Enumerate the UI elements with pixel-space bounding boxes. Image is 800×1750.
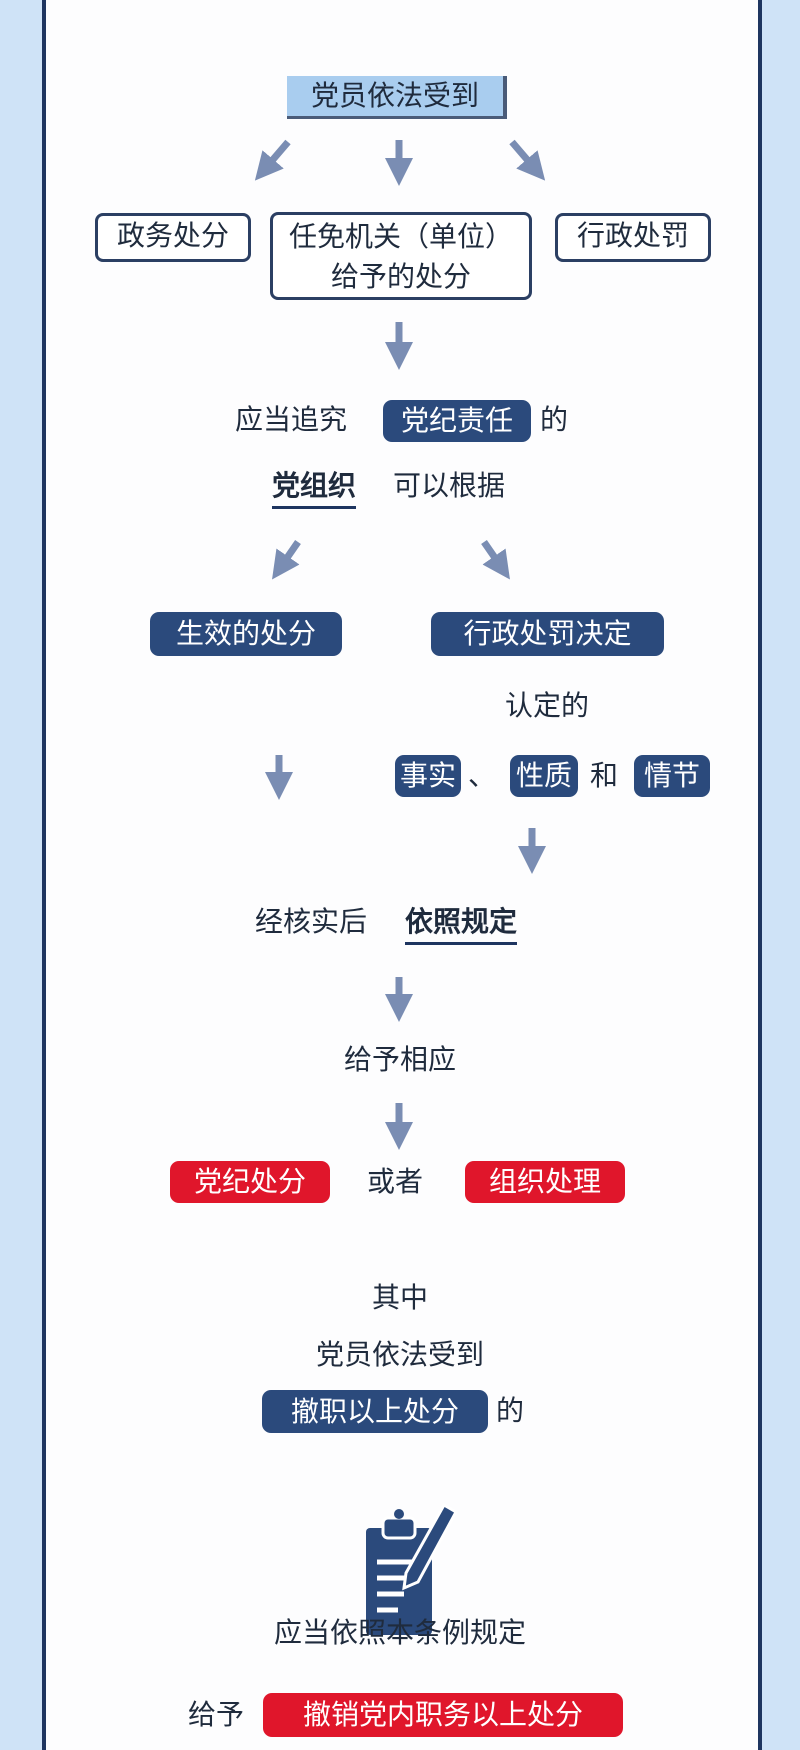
source-line: 任免机关（单位） bbox=[288, 220, 513, 253]
line7-text: 应当依照本条例规定 bbox=[273, 1616, 526, 1649]
arrow-down-left-icon bbox=[272, 540, 301, 580]
or-text: 或者 bbox=[367, 1165, 424, 1198]
clipboard-pen-icon bbox=[366, 1502, 459, 1635]
line1-prefix: 应当追究 bbox=[235, 403, 348, 436]
basis-admin-decision: 行政处罚决定 bbox=[431, 612, 664, 656]
outcome-party-penalty: 党纪处分 bbox=[170, 1161, 330, 1203]
line1-suffix: 的 bbox=[540, 403, 569, 436]
per-regulations-emphasis: 依照规定 bbox=[405, 902, 518, 945]
highlight-revoke-party-post: 撤销党内职务以上处分 bbox=[263, 1693, 623, 1737]
line2-suffix: 可以根据 bbox=[393, 469, 506, 502]
line3-prefix: 经核实后 bbox=[255, 905, 368, 938]
line4-text: 给予相应 bbox=[343, 1043, 456, 1076]
and-text: 和 bbox=[590, 759, 619, 792]
arrow-down-right-icon bbox=[509, 139, 546, 181]
source-box-government: 政务处分 bbox=[95, 213, 251, 262]
arrow-down-left-icon bbox=[254, 139, 291, 181]
line6-suffix: 的 bbox=[496, 1394, 525, 1427]
circumstance-pill: 情节 bbox=[634, 755, 710, 797]
separator: 、 bbox=[468, 759, 497, 792]
arrow-down-right-icon bbox=[481, 540, 510, 580]
source-line: 给予的处分 bbox=[330, 260, 471, 293]
basis-effective-penalty: 生效的处分 bbox=[150, 612, 342, 656]
recognized-text: 认定的 bbox=[505, 689, 590, 722]
line8-prefix: 给予 bbox=[188, 1698, 245, 1731]
line5-text: 党员依法受到 bbox=[315, 1338, 484, 1371]
top-title: 党员依法受到 bbox=[287, 76, 507, 119]
outcome-org-handling: 组织处理 bbox=[465, 1161, 625, 1203]
source-box-administrative: 行政处罚 bbox=[555, 213, 711, 262]
among-text: 其中 bbox=[371, 1281, 428, 1314]
nature-pill: 性质 bbox=[510, 755, 578, 797]
highlight-party-discipline: 党纪责任 bbox=[383, 400, 531, 442]
highlight-dismissal: 撤职以上处分 bbox=[262, 1390, 488, 1433]
source-box-appointing-authority: 任免机关（单位） 给予的处分 bbox=[270, 212, 532, 300]
fact-pill: 事实 bbox=[395, 755, 461, 797]
party-org-emphasis: 党组织 bbox=[272, 466, 357, 509]
